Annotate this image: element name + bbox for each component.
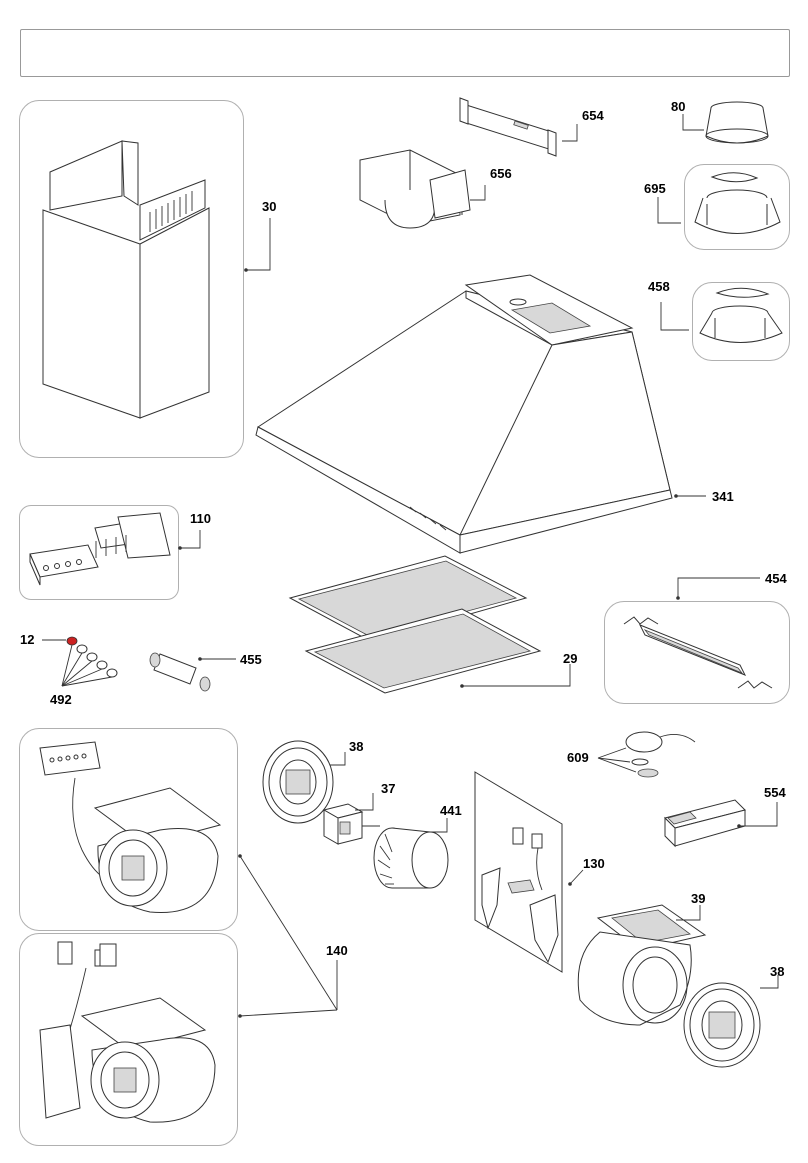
callout-29: 29 [563,651,578,666]
title-bar [20,29,790,77]
callout-140: 140 [326,943,348,958]
callout-37: 37 [381,781,396,796]
callout-695: 695 [644,181,666,196]
callout-455: 455 [240,652,262,667]
transformer-icon [664,799,746,848]
grease-filter-icon [288,555,542,694]
motor-icon [322,803,380,845]
control-module-icon [29,512,171,586]
collar-icon [705,101,769,144]
blower-housing-icon [577,904,707,1026]
callout-130: 130 [583,856,605,871]
inlet-grill-icon [683,982,761,1068]
callout-609: 609 [567,750,589,765]
impeller-icon [373,827,449,889]
callout-341: 341 [712,489,734,504]
connector-icon [149,652,211,692]
callout-441: 441 [440,803,462,818]
callout-38-top: 38 [349,739,364,754]
flap-collar-icon [699,287,783,343]
callout-110: 110 [190,511,211,526]
knob-set-icon [66,636,118,678]
light-fixture-icon [623,616,773,689]
callout-12: 12 [20,632,35,647]
callout-30: 30 [262,199,277,214]
callout-458: 458 [648,279,670,294]
chimney-cover-icon [42,140,210,419]
hood-body-icon [255,274,673,554]
motor-fan-icon [39,941,216,1123]
mounting-bracket-icon [459,97,557,157]
callout-39: 39 [691,891,706,906]
duct-adapter-icon [359,149,471,229]
motor-fan-icon [39,741,222,914]
callout-492: 492 [50,692,72,707]
callout-654: 654 [582,108,604,123]
inlet-grill-icon [262,740,334,824]
callout-656: 656 [490,166,512,181]
lamp-holder-icon [625,731,696,778]
flap-collar-icon [694,172,781,234]
callout-454: 454 [765,571,787,586]
wiring-harness-icon [474,771,563,973]
callout-554: 554 [764,785,786,800]
callout-38-bottom: 38 [770,964,785,979]
callout-80: 80 [671,99,686,114]
